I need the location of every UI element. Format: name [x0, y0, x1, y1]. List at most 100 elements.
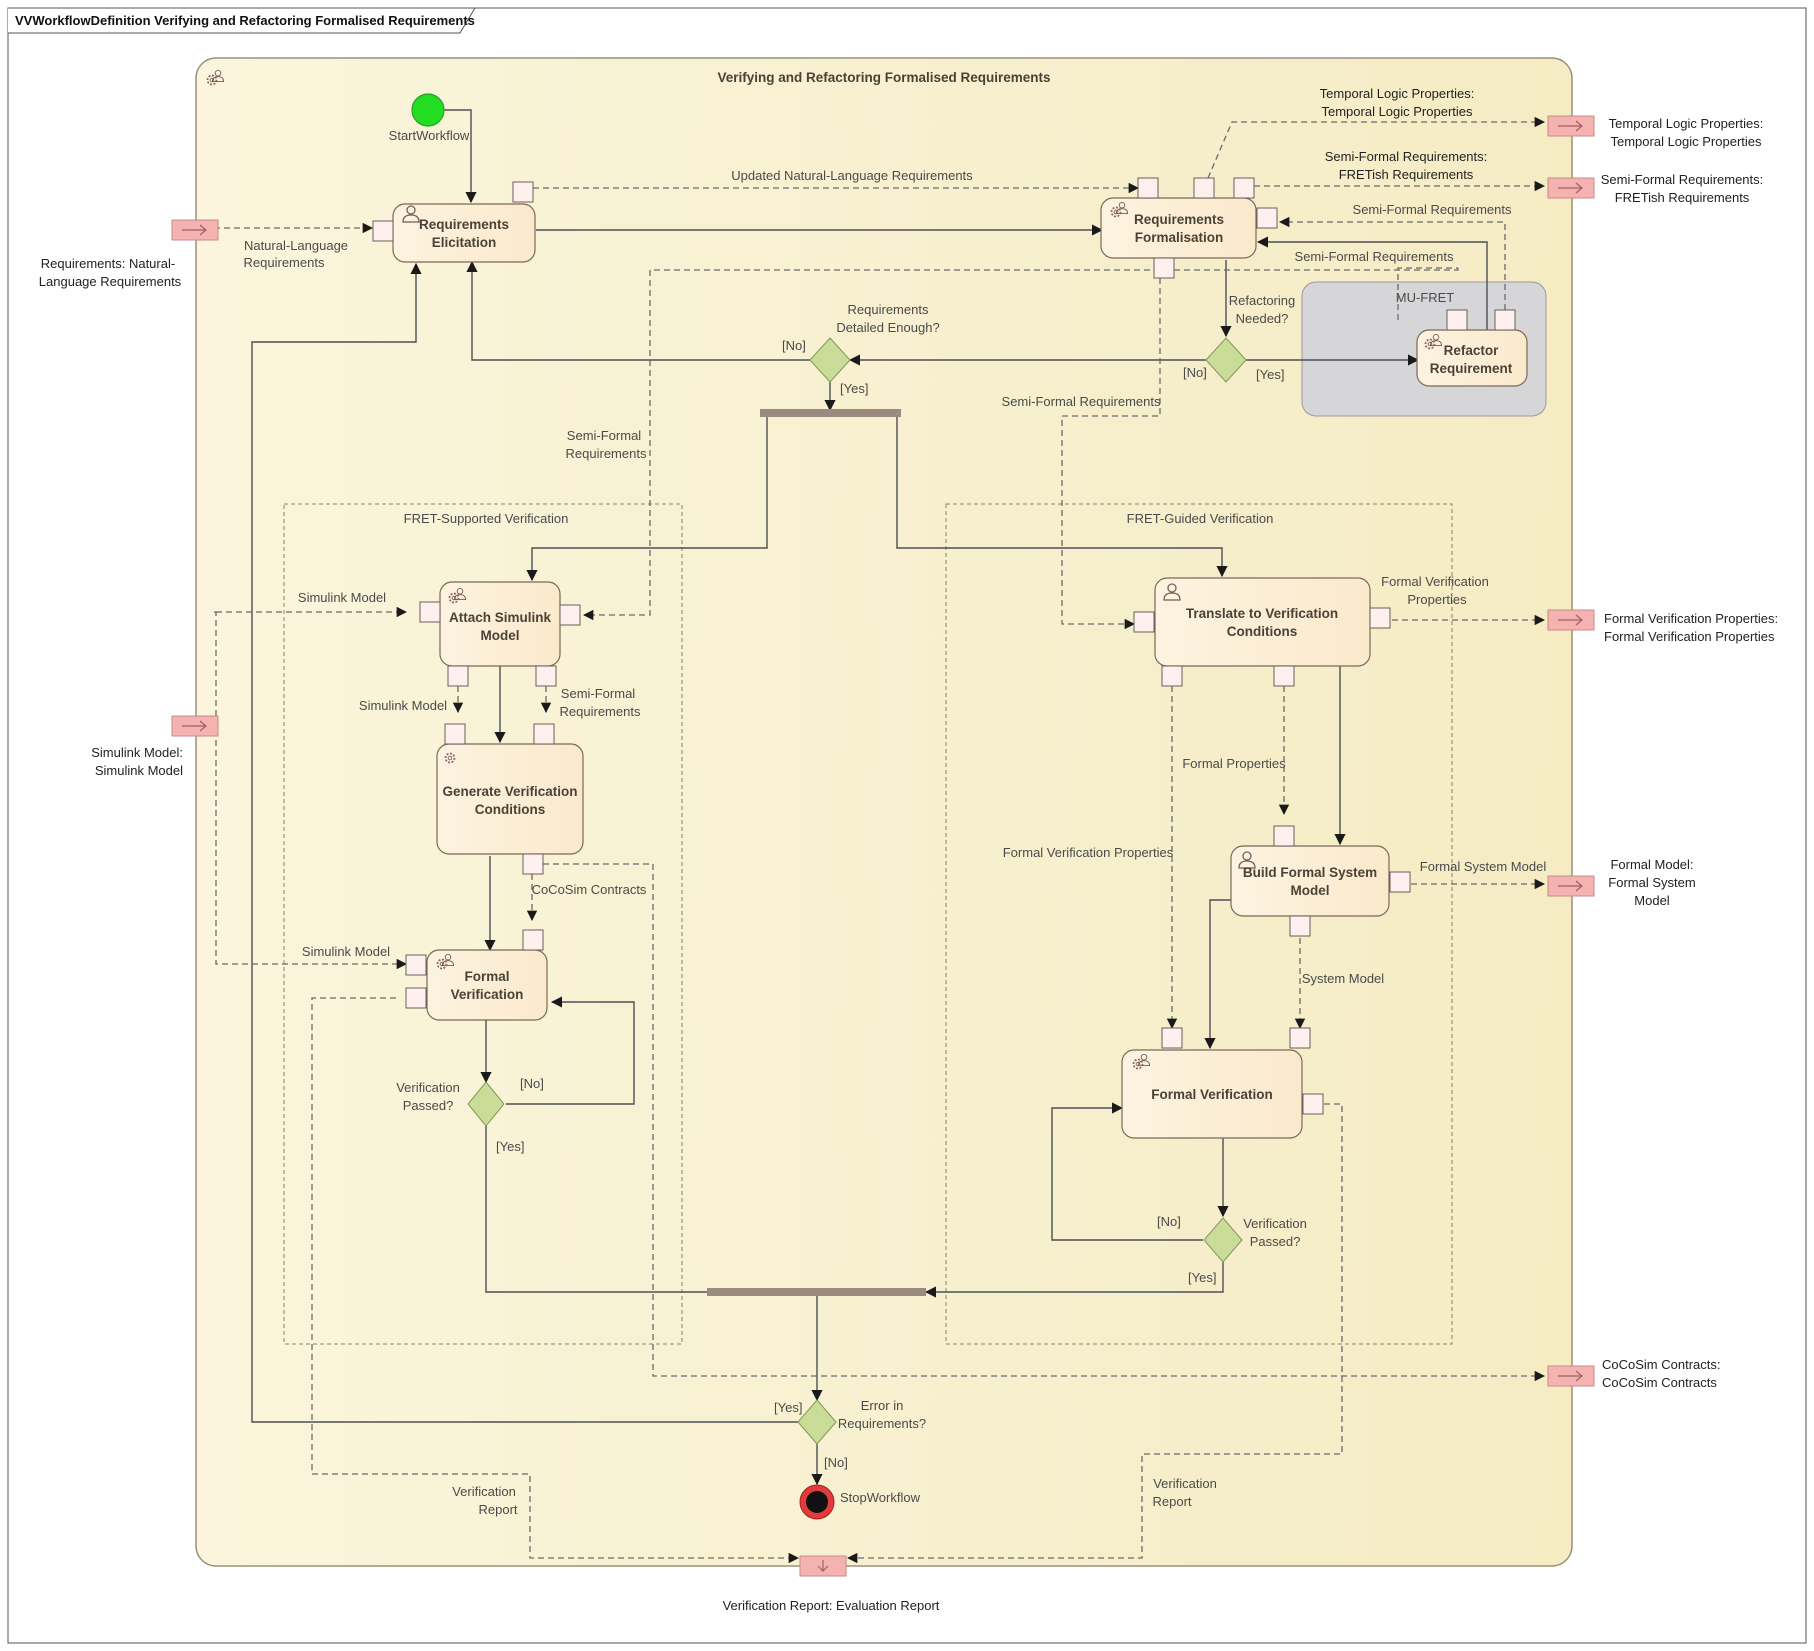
flow-label: Verification [452, 1484, 516, 1499]
action-build-formal-system-model[interactable]: Build Formal System Model [1230, 825, 1411, 937]
svg-text:Formal Verification Properties: Formal Verification Properties [1604, 629, 1775, 644]
output-pin[interactable] [1494, 309, 1516, 331]
decision-verification-passed-left[interactable]: Verification Passed? [No] [Yes] [396, 1076, 544, 1154]
input-pin[interactable] [1256, 207, 1278, 229]
output-pin[interactable] [1233, 177, 1255, 199]
parameter-requirements-in[interactable]: Requirements: Natural- Language Requirem… [39, 219, 219, 289]
action-translate-verification-conditions[interactable]: Translate to Verification Conditions [1133, 577, 1391, 687]
flow-label: Requirements [560, 704, 641, 719]
output-pin[interactable] [1161, 665, 1183, 687]
input-pin[interactable] [1137, 177, 1159, 199]
fork-bar [760, 409, 901, 417]
frame-title: VVWorkflowDefinition Verifying and Refac… [15, 13, 475, 28]
join-bar [707, 1288, 926, 1296]
input-pin[interactable] [559, 604, 581, 626]
action-requirements-formalisation[interactable]: Requirements Formalisation [1100, 177, 1278, 279]
flow-label: Formal Verification Properties [1003, 845, 1174, 860]
decision-detailed-enough[interactable]: Requirements Detailed Enough? [No] [Yes] [782, 302, 940, 396]
parameter-formal-model-out[interactable]: Formal Model: Formal System Model [1547, 857, 1696, 908]
input-pin[interactable] [444, 723, 466, 745]
output-pin[interactable] [447, 665, 469, 687]
svg-text:Detailed Enough?: Detailed Enough? [836, 320, 939, 335]
input-pin[interactable] [1446, 309, 1468, 331]
start-node[interactable]: StartWorkflow [389, 93, 470, 143]
flow-label: Formal System Model [1420, 859, 1547, 874]
flow-label: Updated Natural-Language Requirements [731, 168, 973, 183]
stop-node-label: StopWorkflow [840, 1490, 921, 1505]
flow-label: FRETish Requirements [1339, 167, 1474, 182]
input-pin[interactable] [522, 929, 544, 951]
flow-label: Report [478, 1502, 517, 1517]
parameter-temporal-out[interactable]: Temporal Logic Properties: Temporal Logi… [1547, 115, 1764, 149]
partition-supported-label: FRET-Supported Verification [404, 511, 569, 526]
action-formal-verification-right[interactable]: Formal Verification [1121, 1027, 1324, 1139]
input-pin[interactable] [1273, 825, 1295, 847]
output-pin[interactable] [535, 665, 557, 687]
action-formal-verification-left[interactable]: Formal Verification [405, 929, 548, 1021]
svg-text:Formal Model:: Formal Model: [1610, 857, 1693, 872]
decision-verification-passed-right[interactable]: Verification Passed? [No] [Yes] [1157, 1214, 1307, 1285]
flow-label: Formal Verification [1381, 574, 1489, 589]
flow-label: Simulink Model [298, 590, 386, 605]
parameter-semi-formal-out[interactable]: Semi-Formal Requirements: FRETish Requir… [1547, 172, 1763, 205]
action-label: Build Formal System [1243, 865, 1377, 880]
decision-error-in-requirements[interactable]: Error in Requirements? [Yes] [No] [774, 1398, 926, 1470]
svg-text:Formal Verification Properties: Formal Verification Properties: [1604, 611, 1778, 626]
parameter-simulink-in[interactable]: Simulink Model: Simulink Model [91, 715, 219, 778]
input-pin[interactable] [372, 220, 394, 242]
action-label: Translate to Verification [1186, 606, 1338, 621]
partition-guided-label: FRET-Guided Verification [1127, 511, 1274, 526]
input-pin[interactable] [405, 954, 427, 976]
svg-text:FRETish Requirements: FRETish Requirements [1615, 190, 1750, 205]
action-label: Requirement [1430, 361, 1513, 376]
svg-text:[Yes]: [Yes] [496, 1139, 524, 1154]
action-label: Formalisation [1135, 230, 1224, 245]
input-pin[interactable] [533, 723, 555, 745]
input-pin[interactable] [1133, 611, 1155, 633]
input-pin[interactable] [419, 601, 441, 623]
parameter-cocosim-out[interactable]: CoCoSim Contracts: CoCoSim Contracts [1547, 1357, 1720, 1390]
svg-text:Passed?: Passed? [1250, 1234, 1301, 1249]
output-pin[interactable] [1273, 665, 1295, 687]
svg-text:[No]: [No] [782, 338, 806, 353]
action-label: Formal Verification [1151, 1087, 1273, 1102]
svg-text:Verification: Verification [1243, 1216, 1307, 1231]
parameter-formal-props-out[interactable]: Formal Verification Properties: Formal V… [1547, 609, 1778, 644]
output-pin[interactable] [512, 181, 534, 203]
output-pin[interactable] [1289, 915, 1311, 937]
partition-fret-supported: FRET-Supported Verification [283, 503, 683, 1345]
action-generate-verification-conditions[interactable]: Generate Verification Conditions [436, 723, 584, 875]
output-pin[interactable] [1153, 257, 1175, 279]
svg-text:Requirements: Natural-: Requirements: Natural- [41, 256, 175, 271]
flow-label: Report [1152, 1494, 1191, 1509]
action-attach-simulink-model[interactable]: Attach Simulink Model [419, 581, 581, 687]
stop-node[interactable]: StopWorkflow [799, 1484, 921, 1520]
flow-label: Temporal Logic Properties [1321, 104, 1473, 119]
svg-text:Temporal Logic Properties: Temporal Logic Properties [1610, 134, 1762, 149]
output-pin[interactable] [522, 853, 544, 875]
svg-text:[No]: [No] [1183, 365, 1207, 380]
output-pin[interactable] [405, 987, 427, 1009]
svg-text:CoCoSim Contracts:: CoCoSim Contracts: [1602, 1357, 1720, 1372]
svg-text:Language Requirements: Language Requirements [39, 274, 182, 289]
action-requirements-elicitation[interactable]: Requirements Elicitation [372, 181, 536, 263]
flow-label: Formal Properties [1182, 756, 1286, 771]
svg-text:CoCoSim Contracts: CoCoSim Contracts [1602, 1375, 1717, 1390]
output-pin[interactable] [1369, 607, 1391, 629]
svg-text:Formal System: Formal System [1608, 875, 1695, 890]
output-pin[interactable] [1193, 177, 1215, 199]
svg-text:Needed?: Needed? [1236, 311, 1289, 326]
flow-label: Natural-Language [244, 238, 348, 253]
input-pin[interactable] [1289, 1027, 1311, 1049]
parameter-report-out[interactable]: Verification Report: Evaluation Report [723, 1555, 940, 1613]
main-activity: Verifying and Refactoring Formalised Req… [195, 57, 1573, 1567]
output-pin[interactable] [1389, 871, 1411, 893]
input-pin[interactable] [1161, 1027, 1183, 1049]
svg-text:Temporal Logic Properties:: Temporal Logic Properties: [1609, 116, 1764, 131]
control-flows [251, 109, 1488, 1486]
flow-label: Simulink Model [359, 698, 447, 713]
decision-refactoring-needed[interactable]: Refactoring Needed? [No] [Yes] [1183, 293, 1295, 383]
output-pin[interactable] [1302, 1093, 1324, 1115]
action-refactor-requirement[interactable]: Refactor Requirement [1416, 309, 1528, 387]
